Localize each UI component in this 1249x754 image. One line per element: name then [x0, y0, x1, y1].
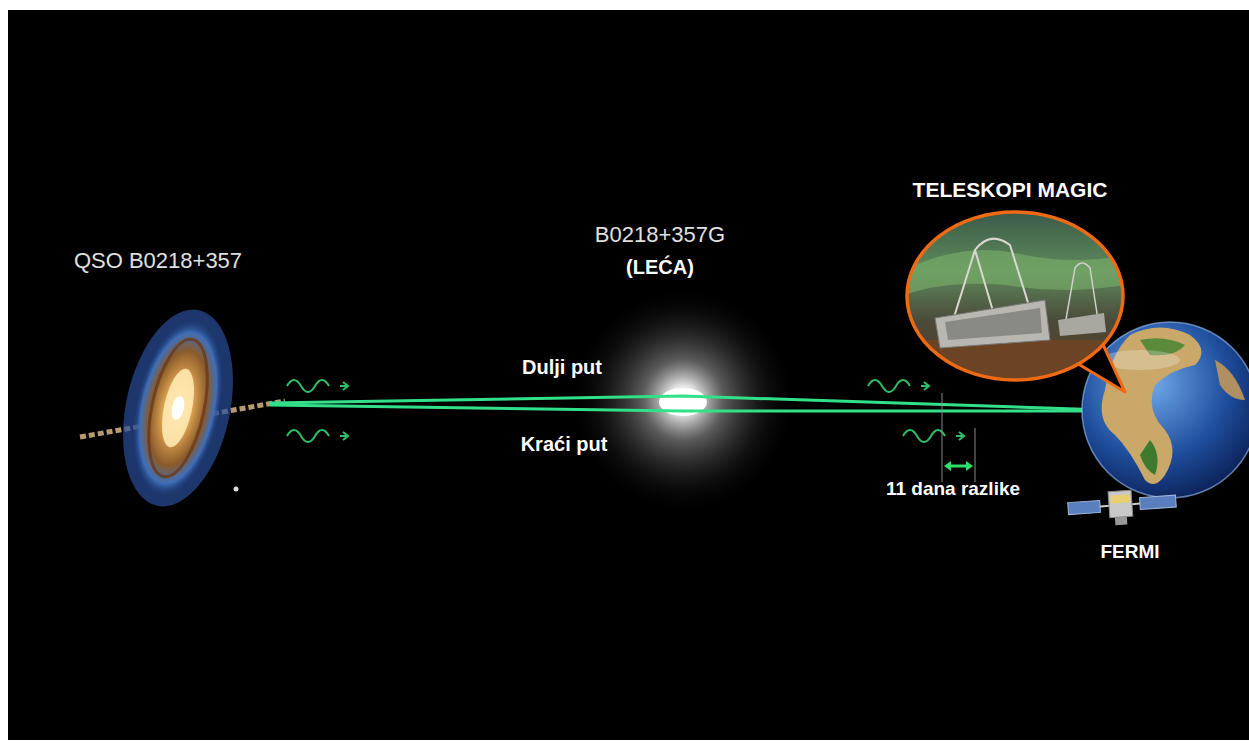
node-title: FERMI: [1096, 537, 1163, 566]
node-title: QSO B0218+357: [70, 244, 246, 278]
quasar: QSO B0218+357: [70, 244, 246, 278]
lens-galaxy: B0218+357G(LEĆA): [591, 218, 729, 283]
delay-label: 11 dana razlike: [886, 478, 1020, 500]
node-title: B0218+357G: [591, 218, 729, 252]
path-label: Kraći put: [521, 433, 608, 456]
satellite: FERMI: [1096, 537, 1163, 566]
telescope-callout: TELESKOPI MAGIC: [909, 174, 1112, 207]
node-subtitle: (LEĆA): [591, 252, 729, 283]
path-label: Dulji put: [522, 356, 602, 379]
node-title: TELESKOPI MAGIC: [909, 174, 1112, 207]
